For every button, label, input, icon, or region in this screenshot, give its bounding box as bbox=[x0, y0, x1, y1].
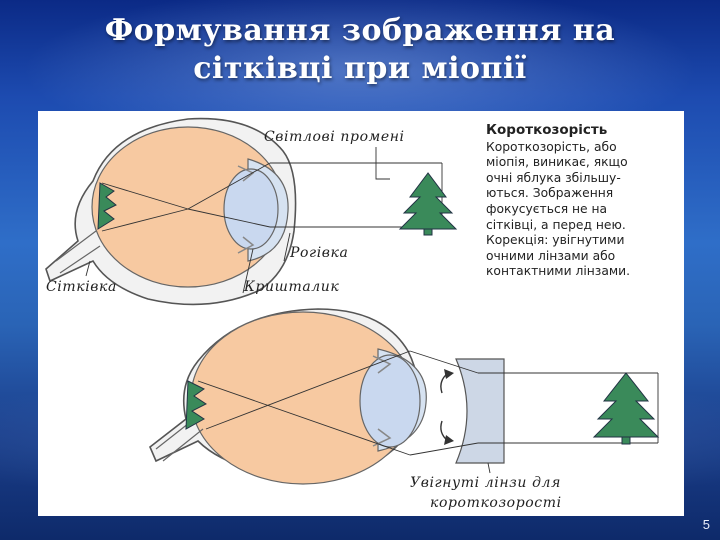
top-ray-leader bbox=[375, 147, 390, 180]
bottom-retinal-tree bbox=[185, 380, 207, 430]
bottom-tree bbox=[592, 372, 660, 445]
bottom-lens bbox=[359, 354, 421, 448]
label-concave-lenses-line2: короткозорості bbox=[430, 495, 562, 511]
label-light-rays: Світлові промені bbox=[264, 129, 405, 145]
note-line: очні яблука збільшу- bbox=[486, 170, 621, 185]
label-concave-lenses-line1: Увігнуті лінзи для bbox=[410, 475, 561, 491]
top-lens-leader bbox=[242, 248, 254, 294]
note-line: очними лінзами або bbox=[486, 248, 616, 263]
note-heading: Короткозорість bbox=[486, 122, 608, 138]
diagram-drawing bbox=[45, 117, 660, 485]
top-cornea-leader bbox=[283, 232, 291, 262]
top-tree bbox=[398, 172, 458, 236]
bottom-iris bbox=[372, 355, 392, 447]
top-eye bbox=[45, 117, 458, 306]
concave-lens bbox=[455, 358, 505, 464]
label-retina: Сітківка bbox=[46, 279, 117, 295]
label-cornea: Рогівка bbox=[290, 245, 349, 261]
note-line: контактними лінзами. bbox=[486, 264, 631, 279]
title-line-2: сітківці при міопії bbox=[193, 51, 527, 86]
bottom-light-rays bbox=[197, 350, 659, 456]
note-line: ються. Зображення bbox=[486, 186, 614, 201]
myopia-note: Короткозорість Короткозорість, або міопі… bbox=[486, 122, 676, 280]
top-inverted-tree bbox=[97, 182, 117, 230]
note-line: сітківці, а перед нею. bbox=[486, 217, 626, 232]
title-line-1: Формування зображення на bbox=[104, 13, 616, 48]
slide-title: Формування зображення на сітківці при мі… bbox=[0, 12, 720, 88]
top-lens bbox=[223, 168, 279, 250]
ray-arrowhead-down bbox=[444, 435, 454, 445]
ray-arrowhead-up bbox=[444, 369, 454, 379]
note-line: Короткозорість, або bbox=[486, 139, 617, 154]
myopia-diagram: Світлові промені Рогівка Сітківка Кришта… bbox=[38, 111, 684, 516]
note-line: Корекція: увігнутими bbox=[486, 233, 625, 248]
note-line: фокусується не на bbox=[486, 201, 608, 216]
top-retina-leader bbox=[85, 260, 91, 277]
bottom-eye bbox=[149, 308, 660, 485]
concave-lens-leader bbox=[487, 462, 491, 474]
note-line: міопія, виникає, якщо bbox=[486, 155, 628, 170]
top-optic-nerve bbox=[55, 230, 101, 274]
label-lens: Кришталик bbox=[244, 279, 340, 295]
page-number: 5 bbox=[702, 517, 710, 532]
top-light-rays bbox=[101, 162, 443, 232]
